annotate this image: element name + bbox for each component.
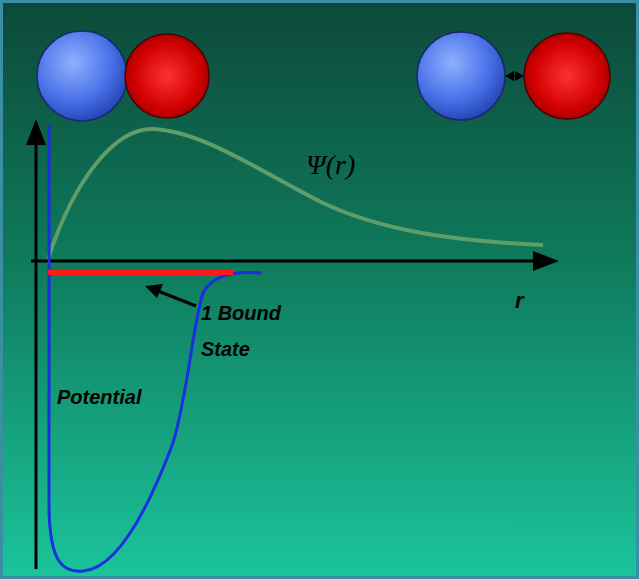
callout-label: 1 Bound State <box>201 295 291 367</box>
wavefunction-curve <box>48 129 543 259</box>
atom-blue <box>37 31 127 121</box>
leader-arrow <box>145 284 196 306</box>
wavefunction-label: Ψ(r) <box>306 149 355 181</box>
atom-red <box>125 34 209 118</box>
axes <box>26 119 559 569</box>
curve-label: Potential <box>57 386 141 409</box>
potential-illustration <box>3 3 639 579</box>
atom-blue <box>417 32 505 120</box>
axis-label: r <box>515 288 524 314</box>
separation-arrow <box>505 71 524 81</box>
atom-red <box>524 33 610 119</box>
bound-state-level <box>48 270 233 275</box>
